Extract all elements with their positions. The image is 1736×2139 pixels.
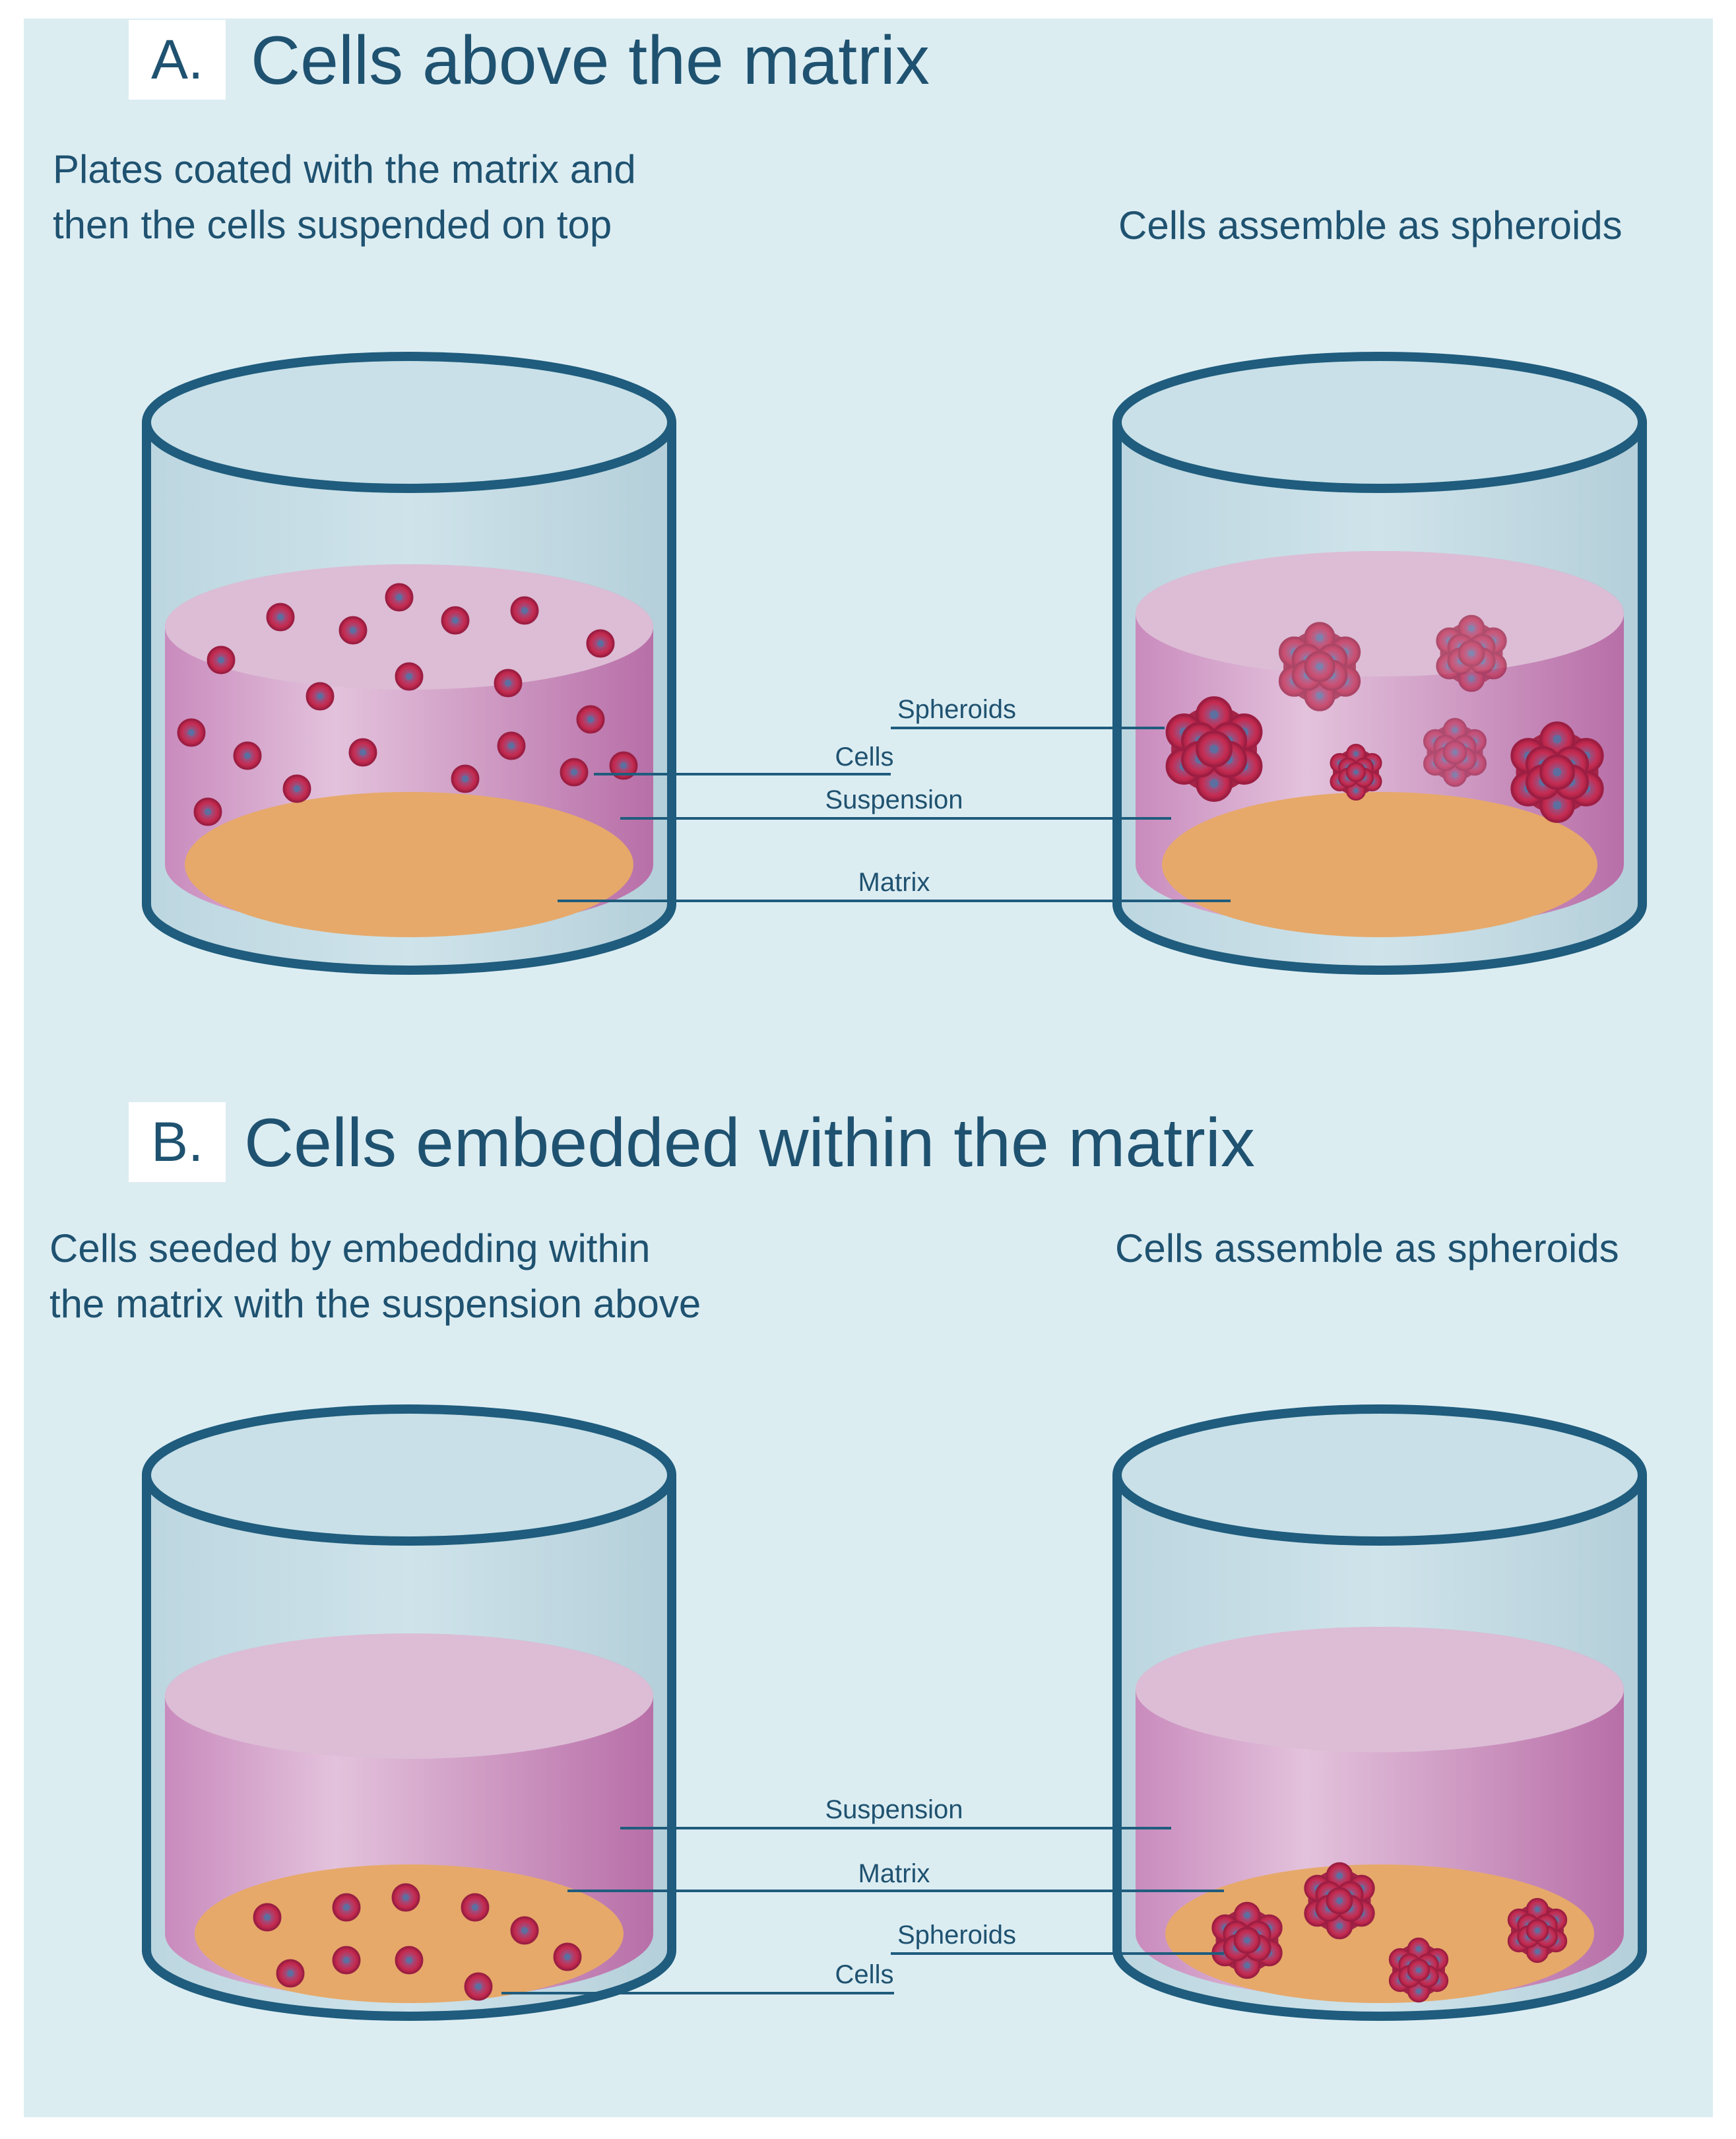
section-a-left-caption: Plates coated with the matrix and then t… [53,147,636,247]
container-a-right [1112,352,1647,975]
container-b-right [1112,1404,1647,2021]
leaders-b [501,1827,1224,1994]
section-a-tag: A. [129,20,226,100]
matrix-layer-a-right [1162,792,1597,937]
label-matrix-a: Matrix [858,868,930,897]
section-b-tag: B. [129,1102,226,1182]
label-cells-a: Cells [835,742,894,772]
section-a-title: Cells above the matrix [251,22,930,99]
label-spheroids-a: Spheroids [897,695,1016,724]
container-a-left [142,352,676,975]
label-cells-b: Cells [835,1960,894,1989]
section-b-right-caption: Cells assemble as spheroids [1115,1226,1619,1270]
label-matrix-b: Matrix [858,1859,930,1888]
matrix-layer-b-right [1165,1864,1594,2003]
label-spheroids-b: Spheroids [897,1921,1016,1950]
matrix-layer-a-left [185,792,633,937]
label-suspension-a: Suspension [825,785,963,814]
section-b-left-caption: Cells seeded by embedding within the mat… [49,1226,701,1326]
section-a-right-caption: Cells assemble as spheroids [1118,203,1623,247]
container-b-left [142,1404,676,2021]
leaders-a [558,727,1231,902]
label-suspension-b: Suspension [825,1795,963,1824]
section-b-title: Cells embedded within the matrix [244,1105,1255,1181]
